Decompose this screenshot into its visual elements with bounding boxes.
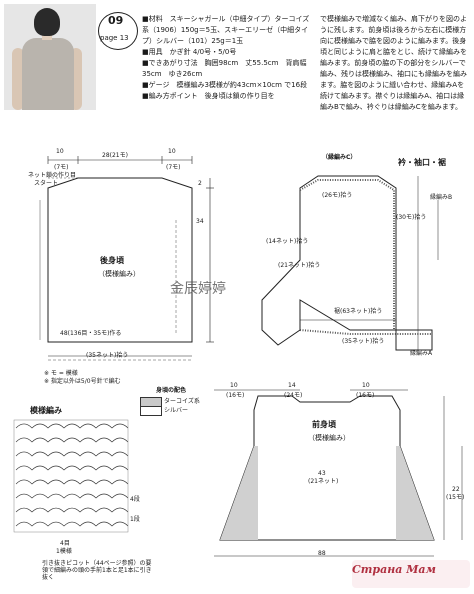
gauge-4: 4段 [130, 496, 140, 503]
gauge-1: 1段 [130, 516, 140, 523]
hem-label: 裾(63ネット)拾う [334, 308, 383, 315]
front-title: 前身頃 [312, 420, 336, 429]
legend-title: 身頃の配色 [156, 387, 187, 394]
stitch-symbols [15, 423, 128, 527]
front-21: (21ネット) [308, 478, 339, 485]
color1-label: ターコイズ系 [164, 398, 200, 405]
gauge-text: ■ゲージ 模様編み3模様が約43cm×10cm で16段 [142, 81, 308, 89]
size-text: ■できあがり寸法 胸囲98cm 丈55.5cm 背肩幅35cm ゆき26cm [142, 59, 307, 78]
pattern-number-badge: 09 page 13 [98, 12, 138, 50]
stitch-pattern [14, 420, 128, 532]
color2-label: シルバー [164, 407, 189, 414]
dim-w10-left: 10 [56, 148, 64, 155]
edge-b-label: 縁編みB [430, 194, 453, 201]
page-ref: page 13 [100, 34, 129, 42]
edge-a-label: 縁編みA [410, 350, 433, 357]
front-w10: 10 [230, 382, 238, 389]
front-subtitle: （模様編み） [308, 434, 350, 442]
tools-text: ■用具 かぎ針 4/0号・5/0号 [142, 48, 237, 56]
front-w16r: (16モ) [356, 392, 375, 399]
back-title: 後身頃 [100, 256, 124, 265]
dim-h2: 2 [198, 180, 202, 187]
pattern-1: 1模様 [56, 548, 72, 555]
color-legend: 身頃の配色 ターコイズ系 シルバー [140, 387, 200, 416]
back-subtitle: （模様編み） [98, 270, 140, 278]
mo-note: ※ モ = 模様 [44, 370, 78, 377]
dim-w10-right: 10 [168, 148, 176, 155]
model-photo [4, 4, 96, 110]
site-logo-text: Страна Мам [352, 563, 436, 576]
sleeve-21: (21ネット)拾う [278, 262, 321, 269]
front-w14: 14 [288, 382, 296, 389]
picot-note: 引き抜きピコット（44ページ参照）の要領で細編みの頭の手前1本と足1本に引き抜く [42, 560, 152, 581]
pattern-title: 模様編み [30, 406, 62, 415]
hem-35: (35ネット)拾う [342, 338, 385, 345]
edge-c-label: （縁編みC） [322, 154, 357, 161]
back-bottom-pick: (35ネット)拾う [86, 352, 129, 359]
dim-h34: 34 [196, 218, 204, 225]
instructions-text: で模様編みで増減なく編み、肩下がりを図のように残します。前身頃は後ろから左右に模… [320, 15, 467, 111]
start-label: スタート [34, 180, 59, 187]
dim-w28: 28(21モ) [102, 152, 128, 159]
dim-w10-left-m: (7モ) [54, 164, 69, 171]
front-h15: (15モ) [446, 494, 465, 501]
front-w16: (16モ) [226, 392, 245, 399]
swatch-silver [140, 406, 162, 416]
site-logo [352, 560, 470, 588]
pattern-4: 4目 [60, 540, 70, 547]
pattern-number: 09 [108, 14, 124, 27]
net-chain-label: ネット鎖の作り目 [28, 172, 77, 179]
collar-title: 衿・袖口・裾 [398, 158, 446, 167]
back-body-diagram [39, 156, 214, 361]
collar-diagram [261, 175, 439, 351]
sleeve-14: (14ネット)拾う [266, 238, 309, 245]
watermark: 金辰婷婷 [170, 281, 226, 297]
materials-block: ■材料 スキーシャガール（中細タイプ）ターコイズ系（1906）150g＝5玉、ス… [142, 14, 312, 102]
point-text: ■編み方ポイント 後身頃は鎖の作り目を [142, 92, 275, 100]
front-w24: (24モ) [284, 392, 303, 399]
stitch-pattern-chart [13, 419, 129, 533]
front-43: 43 [318, 470, 326, 477]
front-h22: 22 [452, 486, 460, 493]
neck-26: (26モ)拾う [322, 192, 353, 199]
front-w10r: 10 [362, 382, 370, 389]
dim-w10-right-m: (7モ) [166, 164, 181, 171]
front-body-diagram [214, 389, 463, 557]
front-88: 88 [318, 550, 326, 557]
material-text: ■材料 スキーシャガール（中細タイプ）ターコイズ系（1906）150g＝5玉、ス… [142, 15, 310, 45]
back-bottom-dim: 48(136目・35モ)作る [60, 330, 122, 337]
needle-note: ※ 指定以外は5/0号針で編む [44, 378, 121, 385]
sleeve-30: (30モ)拾う [396, 214, 427, 221]
